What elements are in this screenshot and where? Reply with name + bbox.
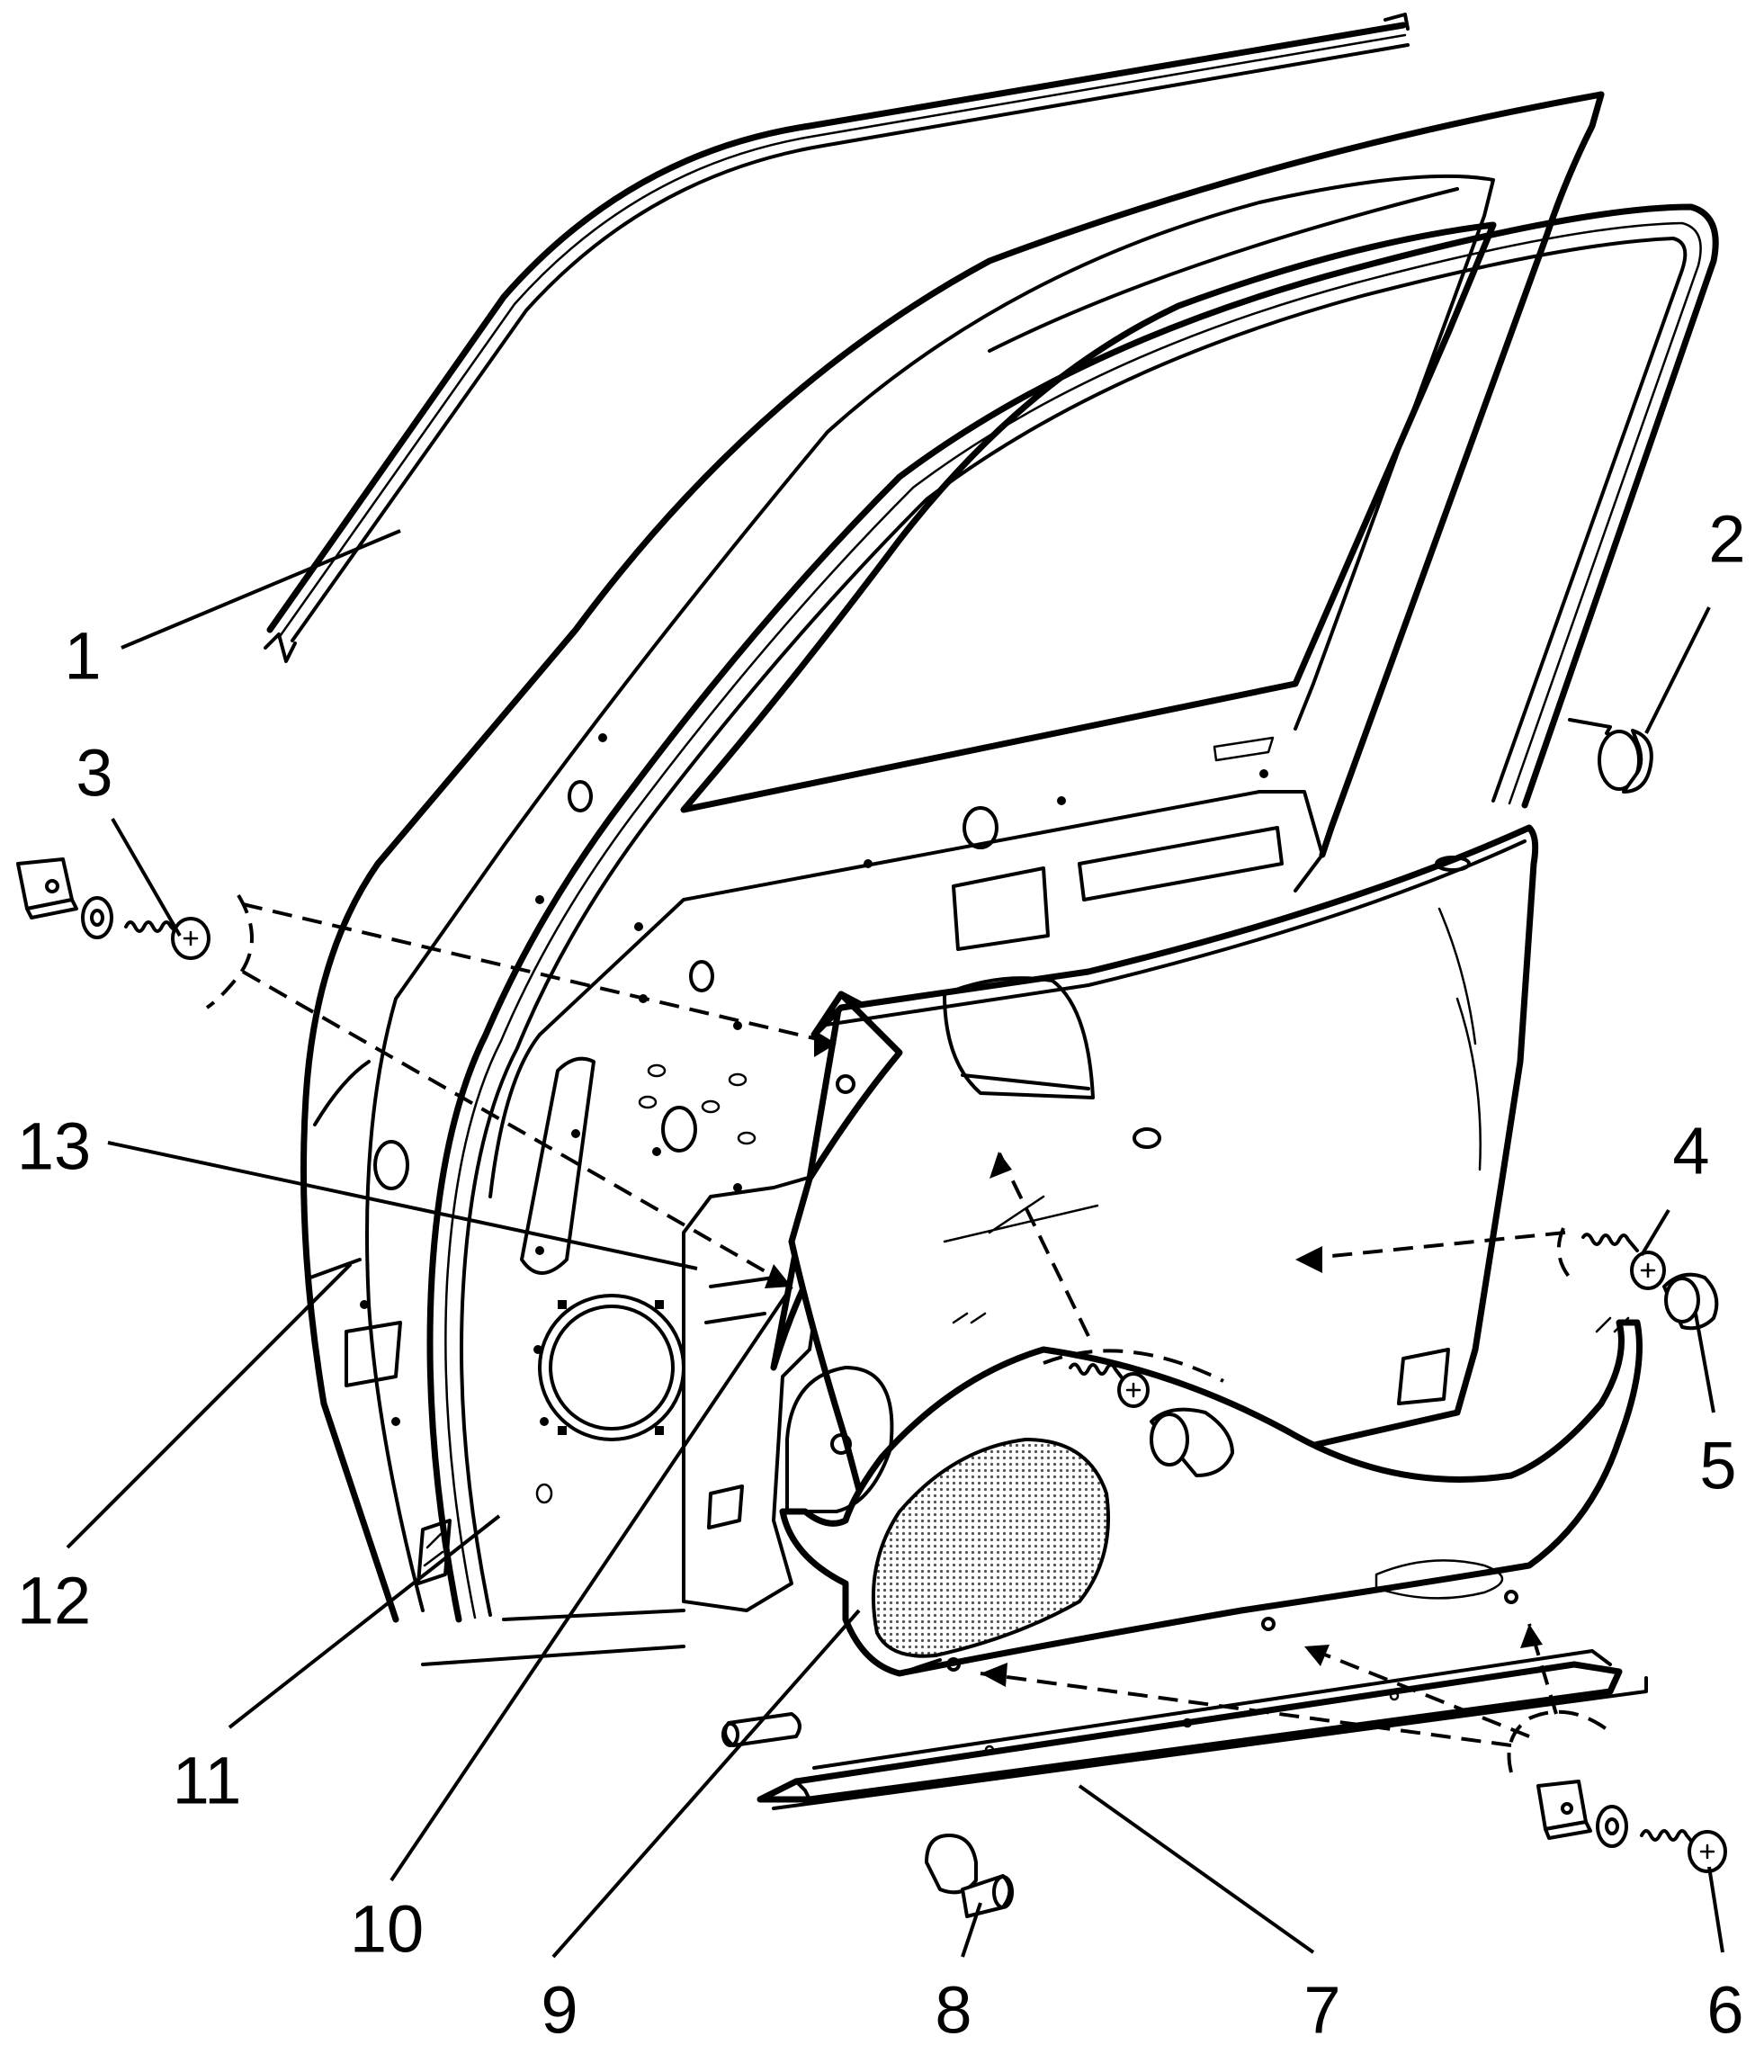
callout-10: 10 (350, 1892, 424, 1967)
water-shield (682, 1168, 838, 1612)
mid-screw-and-cap (1069, 1362, 1234, 1477)
cover-cap (1662, 1272, 1719, 1331)
callout-11: 11 (173, 1744, 242, 1818)
callouts: 1 2 3 4 5 6 7 8 9 10 11 12 13 (17, 502, 1746, 2048)
window-channel-strip (264, 13, 1410, 663)
callout-6: 6 (1706, 1973, 1743, 2048)
callout-5: 5 (1699, 1429, 1736, 1503)
sill-trim-strip (721, 1649, 1648, 1810)
assembly-lines (205, 893, 1612, 1773)
callout-13: 13 (17, 1109, 91, 1184)
callout-1: 1 (64, 619, 101, 694)
callout-8: 8 (935, 1973, 972, 2048)
speaker-opening (538, 1294, 685, 1441)
callout-9: 9 (541, 1973, 578, 2048)
push-pin-clip (925, 1834, 1014, 1918)
leader-lines (66, 529, 1724, 1959)
callout-3: 3 (76, 736, 112, 811)
callout-12: 12 (17, 1564, 91, 1638)
lower-trim-panel (779, 1312, 1643, 1677)
door-weatherstrip (426, 203, 1719, 1623)
lower-fastener-set (1536, 1780, 1727, 1873)
speaker-grille (871, 1437, 1110, 1658)
callout-7: 7 (1303, 1973, 1340, 2048)
callout-2: 2 (1708, 502, 1745, 577)
plastic-rivet (1568, 718, 1653, 794)
trim-screw (1581, 1233, 1666, 1290)
upper-fastener-set (16, 857, 210, 960)
callout-4: 4 (1672, 1114, 1709, 1188)
